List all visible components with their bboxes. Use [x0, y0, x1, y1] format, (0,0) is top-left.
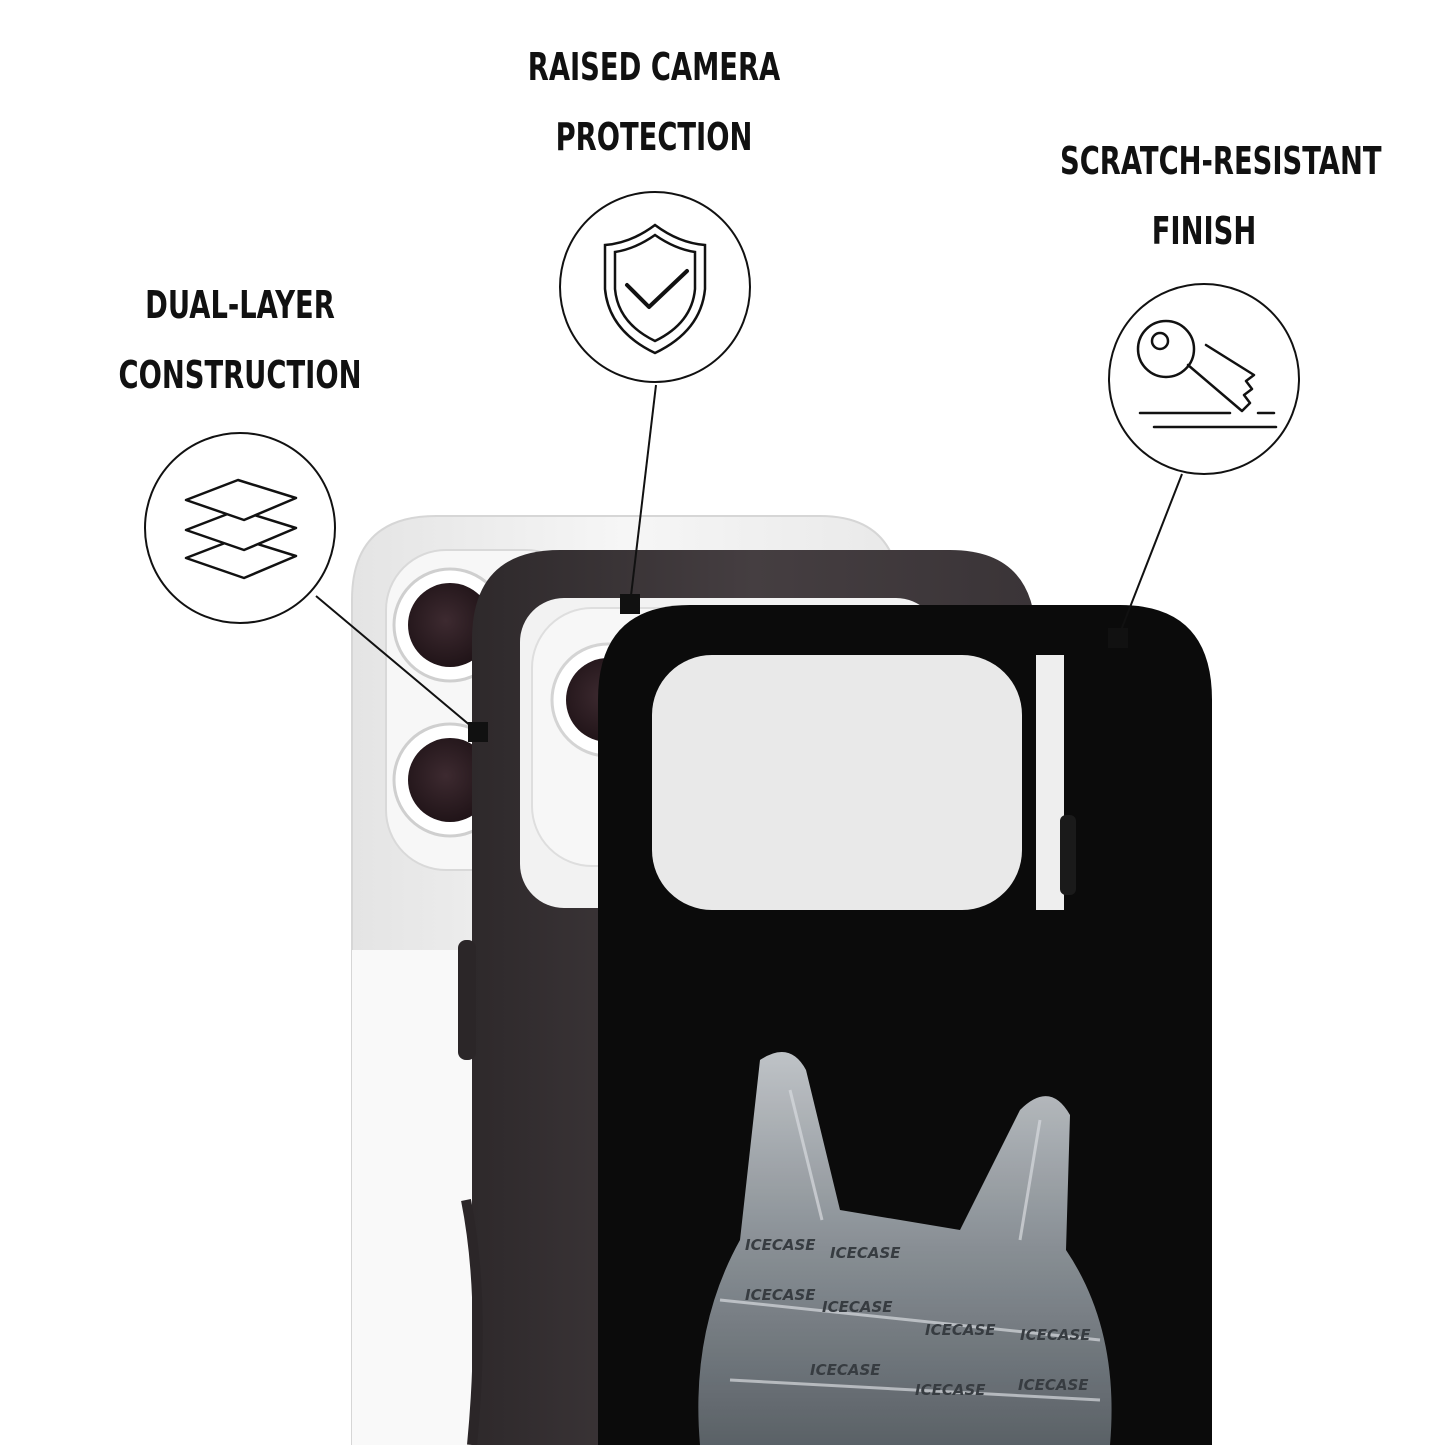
callout-lines [315, 384, 1183, 733]
brand-print-8: ICECASE [915, 1381, 986, 1399]
brand-print-5: ICECASE [925, 1321, 996, 1339]
feature-label-dual-layer: DUAL-LAYER CONSTRUCTION [96, 270, 384, 410]
feature-title-line-1: SCRATCH-RESISTANT [1060, 139, 1382, 183]
feature-label-camera: RAISED CAMERA PROTECTION [510, 32, 798, 172]
brand-print-7: ICECASE [810, 1361, 881, 1379]
marker-scratch [1108, 628, 1128, 648]
feature-title-line-2: CONSTRUCTION [118, 353, 362, 397]
brand-print-4: ICECASE [822, 1298, 893, 1316]
shield-check-icon [603, 223, 707, 355]
feature-label-scratch: SCRATCH-RESISTANT FINISH [1060, 126, 1382, 266]
brand-print-1: ICECASE [745, 1236, 816, 1254]
feature-title-line-1: RAISED CAMERA [527, 45, 781, 89]
plastic-bag-print: ICECASE ICECASE ICECASE ICECASE ICECASE … [698, 1052, 1112, 1445]
layers-icon [184, 478, 298, 580]
feature-title-line-1: DUAL-LAYER [145, 283, 335, 327]
marker-dual-layer [468, 722, 488, 742]
brand-print-2: ICECASE [830, 1244, 901, 1262]
key-scratch-icon [1136, 319, 1278, 429]
brand-print-6: ICECASE [1020, 1326, 1091, 1344]
key-scratch-icon-circle [1108, 283, 1300, 475]
brand-print-9: ICECASE [1018, 1376, 1089, 1394]
shield-check-icon-circle [559, 191, 751, 383]
brand-print-3: ICECASE [745, 1286, 816, 1304]
feature-title-line-2: FINISH [1151, 209, 1257, 253]
layers-icon-circle [144, 432, 336, 624]
marker-camera [620, 594, 640, 614]
feature-title-line-2: PROTECTION [555, 115, 753, 159]
